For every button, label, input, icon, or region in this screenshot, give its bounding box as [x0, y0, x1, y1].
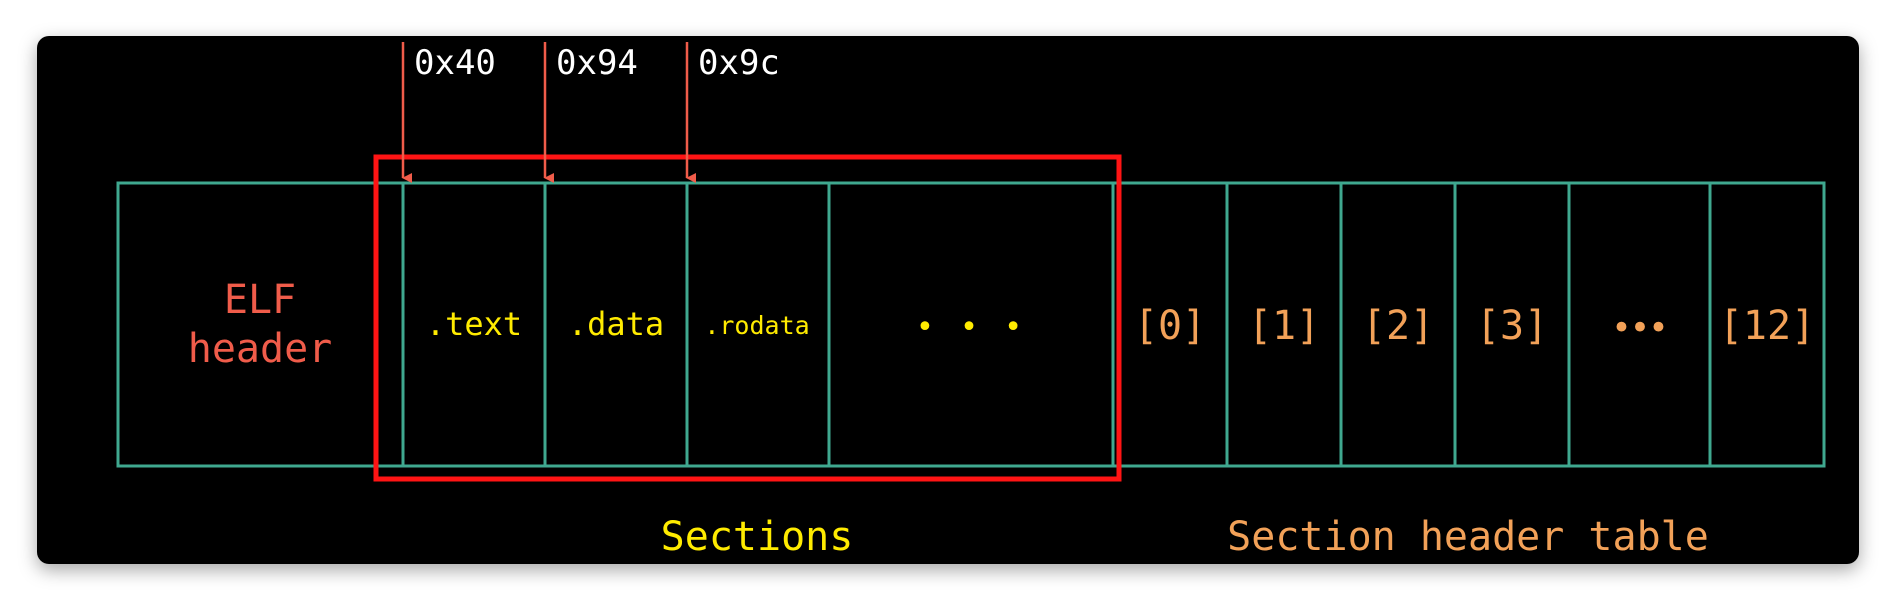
section-name-rodata: .rodata — [704, 311, 809, 340]
offset-label: 0x94 — [556, 43, 638, 83]
file-strip — [116, 181, 1826, 468]
sections-highlight-box — [373, 154, 1122, 482]
diagram-frame — [37, 36, 1859, 564]
section-header-cells: [0] [1] [2] [3] ••• [12] — [1134, 303, 1815, 349]
section-header-entry: [3] — [1476, 303, 1548, 349]
offset-arrows — [401, 42, 696, 183]
sections-ellipsis: • • • — [916, 310, 1026, 345]
elf-header-label: header — [188, 326, 333, 372]
offset-labels: 0x40 0x94 0x9c — [414, 43, 780, 83]
sections-label: Sections — [661, 514, 854, 560]
elf-header-label: ELF — [224, 277, 296, 323]
section-header-entry: [2] — [1362, 303, 1434, 349]
section-name-text: .text — [426, 305, 522, 343]
section-name-data: .data — [568, 305, 664, 343]
offset-label: 0x9c — [698, 43, 780, 83]
elf-header-cell: ELF header — [188, 277, 333, 372]
section-header-entry: [1] — [1248, 303, 1320, 349]
section-header-table-label: Section header table — [1227, 514, 1709, 560]
section-header-entry: [0] — [1134, 303, 1206, 349]
offset-label: 0x40 — [414, 43, 496, 83]
cell-dividers — [401, 183, 1712, 466]
section-header-entry: [12] — [1719, 303, 1815, 349]
sections-cells: .text .data .rodata • • • — [426, 305, 1026, 345]
section-header-ellipsis: ••• — [1611, 308, 1666, 348]
